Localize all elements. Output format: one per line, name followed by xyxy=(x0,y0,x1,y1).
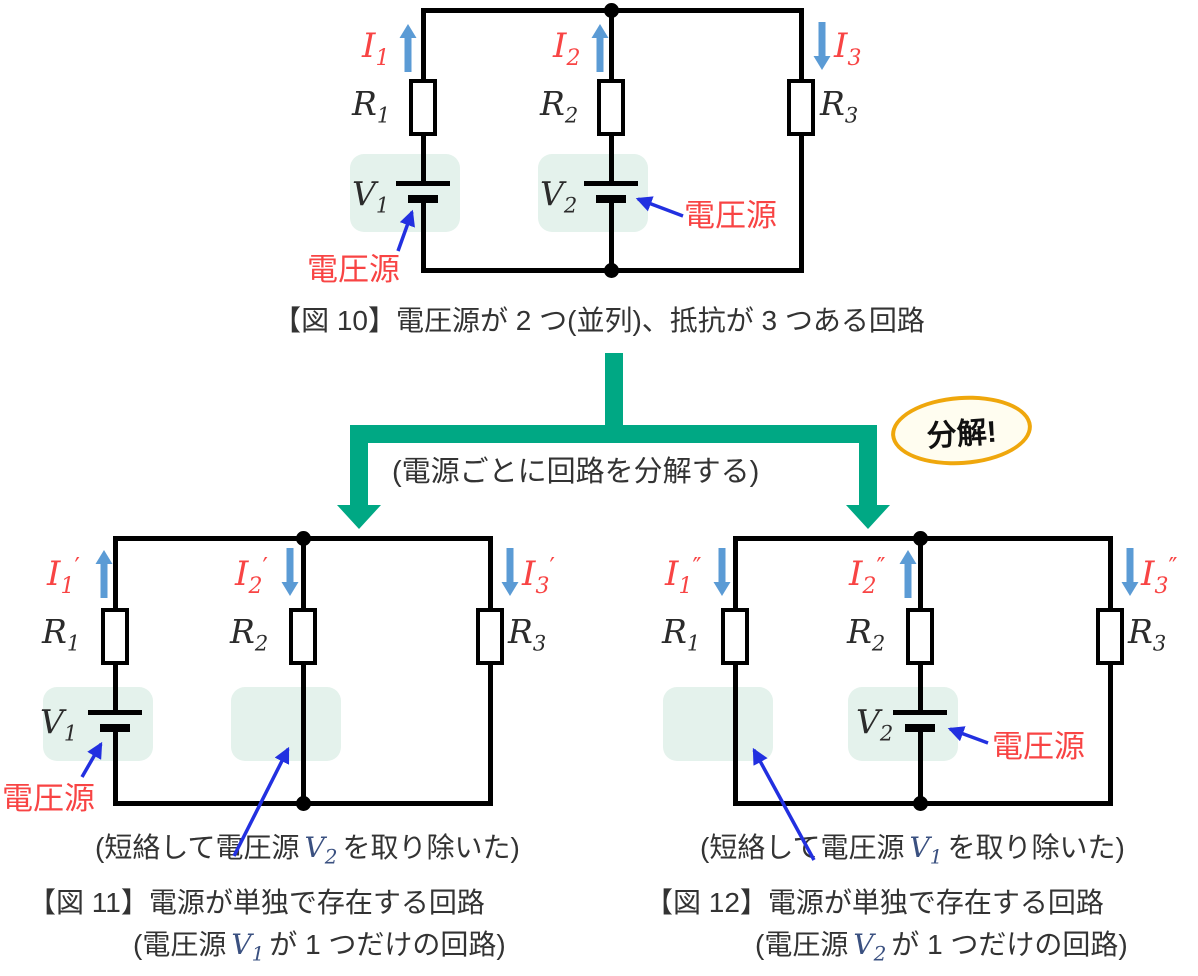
resistor-r3 xyxy=(1096,608,1124,665)
resistor-r2-label: R2 xyxy=(230,612,269,656)
resistor-r3-label: R3 xyxy=(508,612,547,656)
source-v1-label: V1 xyxy=(40,702,78,746)
branch1-wire-shorted xyxy=(733,536,738,806)
voltage-source-tag: 電圧源 xyxy=(2,781,95,816)
battery-v2-long-plate xyxy=(584,181,638,186)
current-i2-label: I2 xyxy=(553,26,581,71)
resistor-r2 xyxy=(597,79,625,136)
v2-highlight xyxy=(848,687,958,761)
resistor-r3-label: R3 xyxy=(820,84,859,128)
source-v1-label: V1 xyxy=(352,174,390,218)
battery-v1-long-plate xyxy=(88,710,142,715)
junction-dot-top xyxy=(913,531,928,546)
current-i2-label: I2″ xyxy=(849,553,885,599)
resistor-r2-label: R2 xyxy=(847,612,886,656)
battery-v2-short-plate xyxy=(905,724,935,732)
current-i2-label: I2′ xyxy=(235,553,268,599)
junction-dot-top xyxy=(296,531,311,546)
junction-dot-bottom xyxy=(296,796,311,811)
note-math-v: V2 xyxy=(304,831,338,869)
figure-10-caption: 【図 10】電圧源が 2 つ(並列)、抵抗が 3 つある回路 xyxy=(273,305,925,336)
junction-dot-top xyxy=(604,3,619,18)
resistor-r2 xyxy=(289,608,317,665)
branch3-wire xyxy=(799,8,804,273)
battery-v2-short-plate xyxy=(596,195,626,203)
voltage-source-tag-right: 電圧源 xyxy=(684,198,777,233)
current-i1-label: I1 xyxy=(362,26,390,71)
battery-v1-short-plate xyxy=(408,195,438,203)
resistor-r3 xyxy=(787,79,815,136)
branch2-wire-shorted xyxy=(301,536,306,806)
current-i1-label: I1′ xyxy=(47,553,80,599)
resistor-r2 xyxy=(906,608,934,665)
resistor-r3 xyxy=(476,608,504,665)
resistor-r1 xyxy=(721,608,749,665)
branch3-wire xyxy=(488,536,493,806)
figure-12-caption-line1: 【図 12】電源が単独で存在する回路 xyxy=(645,887,1104,918)
shorted-v1-highlight xyxy=(663,687,773,761)
branch1-wire-lower xyxy=(113,732,118,806)
figure-11-caption-line1: 【図 11】電源が単独で存在する回路 xyxy=(28,887,485,918)
caption-math-v: V2 xyxy=(853,928,887,966)
current-i1-label: I1″ xyxy=(665,553,701,599)
junction-dot-bottom xyxy=(913,796,928,811)
current-i3-label: I3′ xyxy=(522,553,555,599)
current-i3-label: I3 xyxy=(834,26,862,71)
voltage-source-tag: 電圧源 xyxy=(992,729,1085,764)
source-v2-label: V2 xyxy=(856,702,894,746)
battery-v2-long-plate xyxy=(893,710,947,715)
branch2-wire-lower xyxy=(609,203,614,273)
junction-dot-bottom xyxy=(604,263,619,278)
branch2-wire-lower xyxy=(918,732,923,806)
branch3-wire xyxy=(1108,536,1113,806)
resistor-r1-label: R1 xyxy=(662,612,701,656)
note-math-v: V1 xyxy=(909,831,943,869)
battery-v1-long-plate xyxy=(396,181,450,186)
current-i3-label: I3″ xyxy=(1141,553,1177,599)
resistor-r1 xyxy=(409,79,437,136)
branch1-wire-lower xyxy=(421,203,426,273)
source-v2-label: V2 xyxy=(540,174,578,218)
voltage-source-tag-left: 電圧源 xyxy=(307,252,400,287)
battery-v1-short-plate xyxy=(100,724,130,732)
v2-highlight xyxy=(538,154,648,232)
resistor-r1-label: R1 xyxy=(352,84,391,128)
resistor-r1 xyxy=(101,608,129,665)
splitter-note: (電源ごとに回路を分解する) xyxy=(392,456,760,488)
resistor-r3-label: R3 xyxy=(1128,612,1167,656)
caption-math-v: V1 xyxy=(231,928,265,966)
resistor-r1-label: R1 xyxy=(42,612,81,656)
resistor-r2-label: R2 xyxy=(540,84,579,128)
